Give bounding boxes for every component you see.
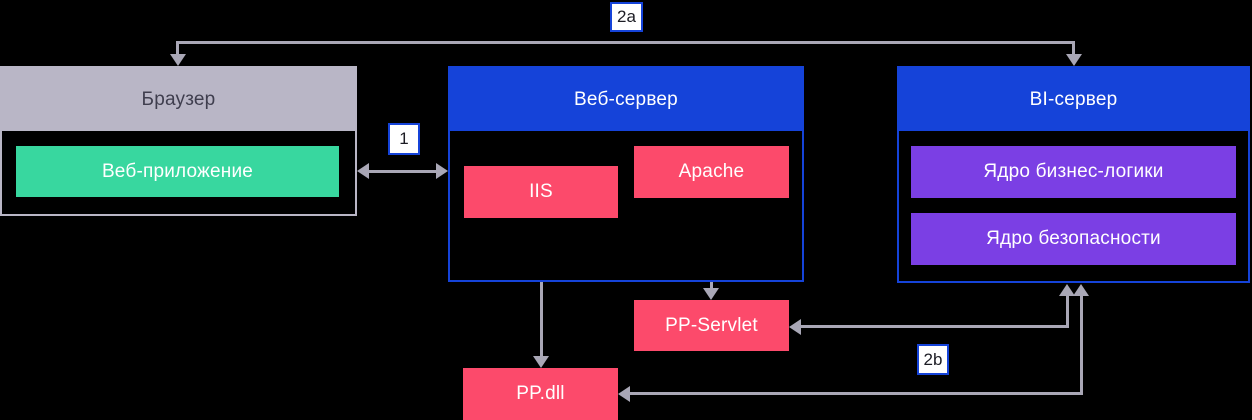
arrowhead-right-into-web-server bbox=[436, 163, 448, 179]
web-server-group-body: IIS Apache bbox=[450, 131, 802, 280]
step-label-2a: 2a bbox=[610, 2, 643, 32]
connector-bi-ppdll-line-vertical bbox=[1080, 295, 1083, 395]
pp-servlet-node: PP-Servlet bbox=[634, 300, 789, 351]
bi-server-group-title: BI-сервер bbox=[899, 68, 1248, 131]
apache-node: Apache bbox=[634, 146, 789, 198]
arrowhead-down-into-ppdll bbox=[533, 356, 549, 368]
connector-1-line bbox=[368, 170, 438, 173]
web-application-node: Веб-приложение bbox=[16, 146, 339, 197]
arrowhead-down-into-ppservlet bbox=[703, 288, 719, 300]
connector-bi-ppservlet-line-vertical bbox=[1066, 295, 1069, 328]
security-core-node: Ядро безопасности bbox=[911, 213, 1236, 265]
browser-group-box: Браузер Веб-приложение bbox=[0, 66, 357, 216]
connector-bi-ppservlet-line-horizontal bbox=[800, 325, 1069, 328]
arrowhead-down-into-bi-server bbox=[1066, 54, 1082, 66]
bi-server-group-box: BI-сервер Ядро бизнес-логики Ядро безопа… bbox=[897, 66, 1250, 283]
bi-server-group-body: Ядро бизнес-логики Ядро безопасности bbox=[899, 131, 1248, 281]
arrowhead-up-into-bi-server-right bbox=[1073, 284, 1089, 296]
arrowhead-left-into-ppdll bbox=[618, 386, 630, 402]
connector-2a-line-horizontal bbox=[176, 41, 1075, 44]
arrowhead-left-into-ppservlet bbox=[789, 319, 801, 335]
step-label-1: 1 bbox=[388, 123, 420, 155]
connector-2a-line-right-vertical bbox=[1072, 41, 1075, 55]
browser-group-body: Веб-приложение bbox=[2, 131, 355, 214]
business-logic-core-node: Ядро бизнес-логики bbox=[911, 146, 1236, 198]
step-label-2b: 2b bbox=[917, 344, 949, 375]
iis-node: IIS bbox=[464, 166, 618, 218]
web-server-group-box: Веб-сервер IIS Apache bbox=[448, 66, 804, 282]
arrowhead-up-into-bi-server-left bbox=[1059, 284, 1075, 296]
connector-iis-ppdll-line bbox=[540, 231, 543, 357]
browser-group-title: Браузер bbox=[2, 68, 355, 131]
arrowhead-left-into-browser bbox=[357, 163, 369, 179]
arrowhead-down-into-browser bbox=[170, 54, 186, 66]
connector-bi-ppdll-line-horizontal bbox=[629, 392, 1083, 395]
connector-2a-line-left-vertical bbox=[176, 41, 179, 55]
web-server-group-title: Веб-сервер bbox=[450, 68, 802, 131]
pp-dll-node: PP.dll bbox=[463, 368, 618, 420]
